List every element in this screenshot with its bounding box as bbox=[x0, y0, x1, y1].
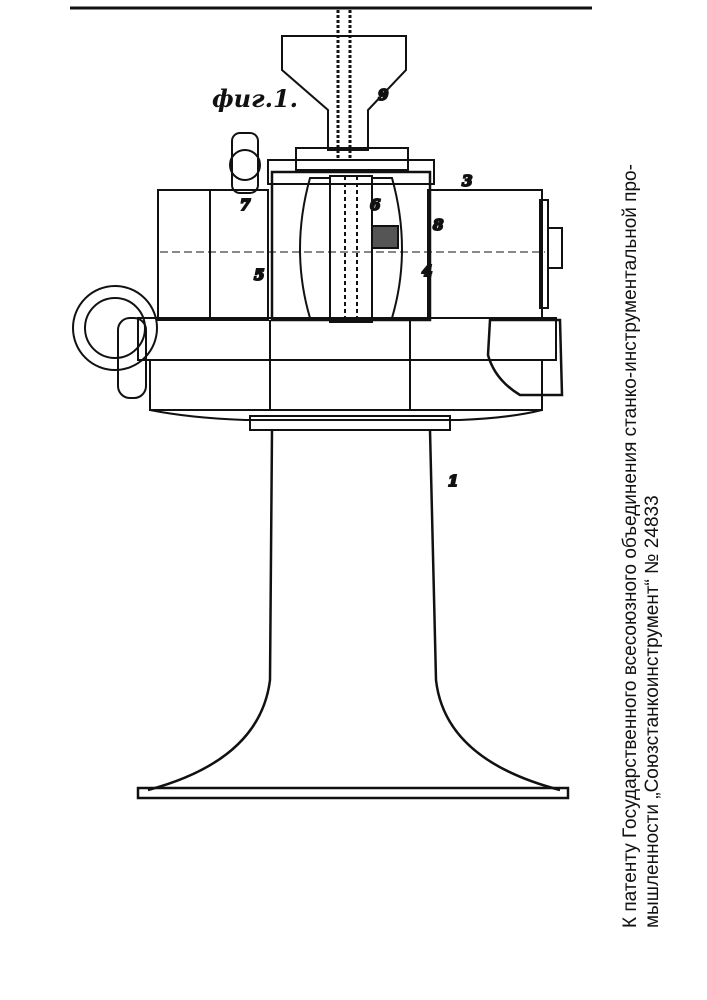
caption-line-2: мышленности „Союзстанкоинструмент“ № 248… bbox=[642, 68, 664, 928]
part-number-5: 5 bbox=[254, 266, 264, 284]
part-number-8: 8 bbox=[433, 216, 444, 234]
part-number-6: 6 bbox=[370, 196, 381, 214]
caption-line-1: К патенту Государственного всесоюзного о… bbox=[620, 68, 642, 928]
patent-caption: К патенту Государственного всесоюзного о… bbox=[620, 68, 664, 928]
part-number-1: 1 bbox=[448, 472, 458, 490]
part-number-3: 3 bbox=[462, 172, 472, 190]
part-number-9: 9 bbox=[378, 86, 389, 104]
part-number-4: 4 bbox=[422, 262, 432, 280]
part-number-7: 7 bbox=[240, 196, 251, 214]
column bbox=[148, 430, 560, 790]
